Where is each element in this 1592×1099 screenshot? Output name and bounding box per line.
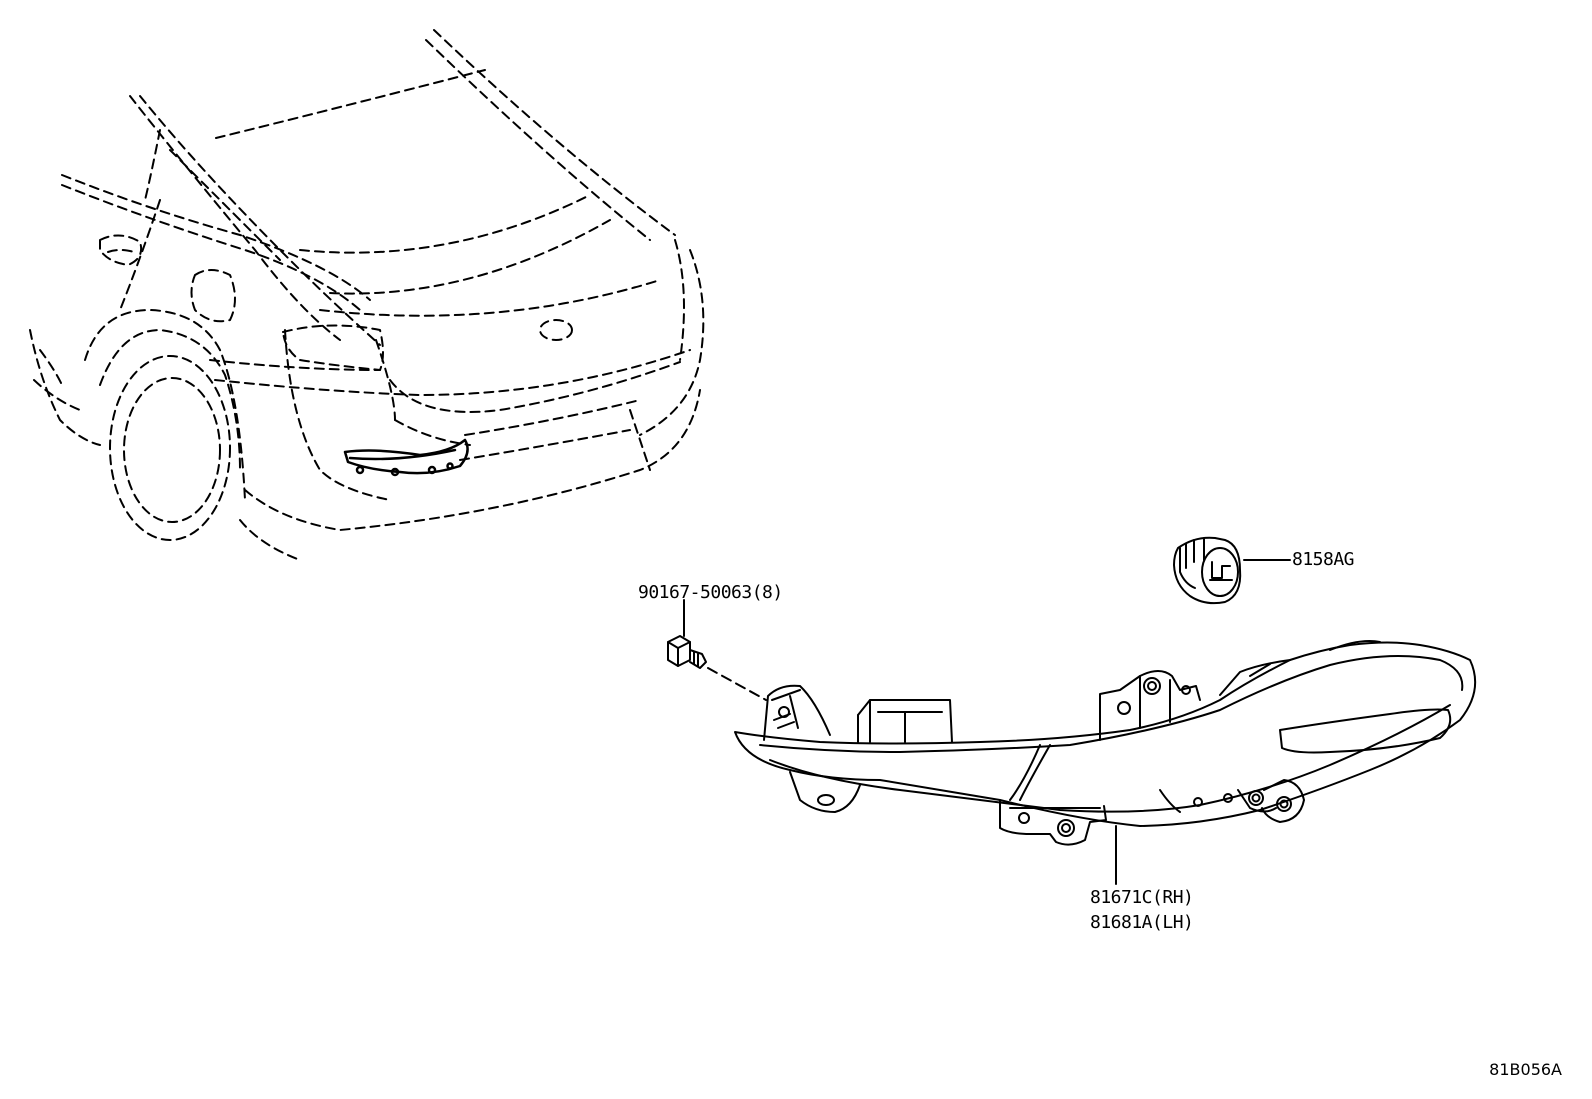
- bolt-part: [667, 635, 707, 669]
- reflector-part: [734, 640, 1477, 846]
- socket-part: [1173, 536, 1242, 605]
- figure-code: 81B056A: [1489, 1060, 1562, 1079]
- reflector-rh-part-number-label: 81671C(RH): [1090, 887, 1194, 908]
- bolt-part-number-label: 90167-50063(8): [638, 582, 783, 603]
- socket-part-number-label: 8158AG: [1292, 549, 1355, 570]
- vehicle-rear-outline: [29, 29, 705, 561]
- bolt-insertion-line: [707, 667, 767, 701]
- reflector-lh-part-number-label: 81681A(LH): [1090, 912, 1194, 933]
- reflector-location-on-vehicle: [343, 438, 469, 477]
